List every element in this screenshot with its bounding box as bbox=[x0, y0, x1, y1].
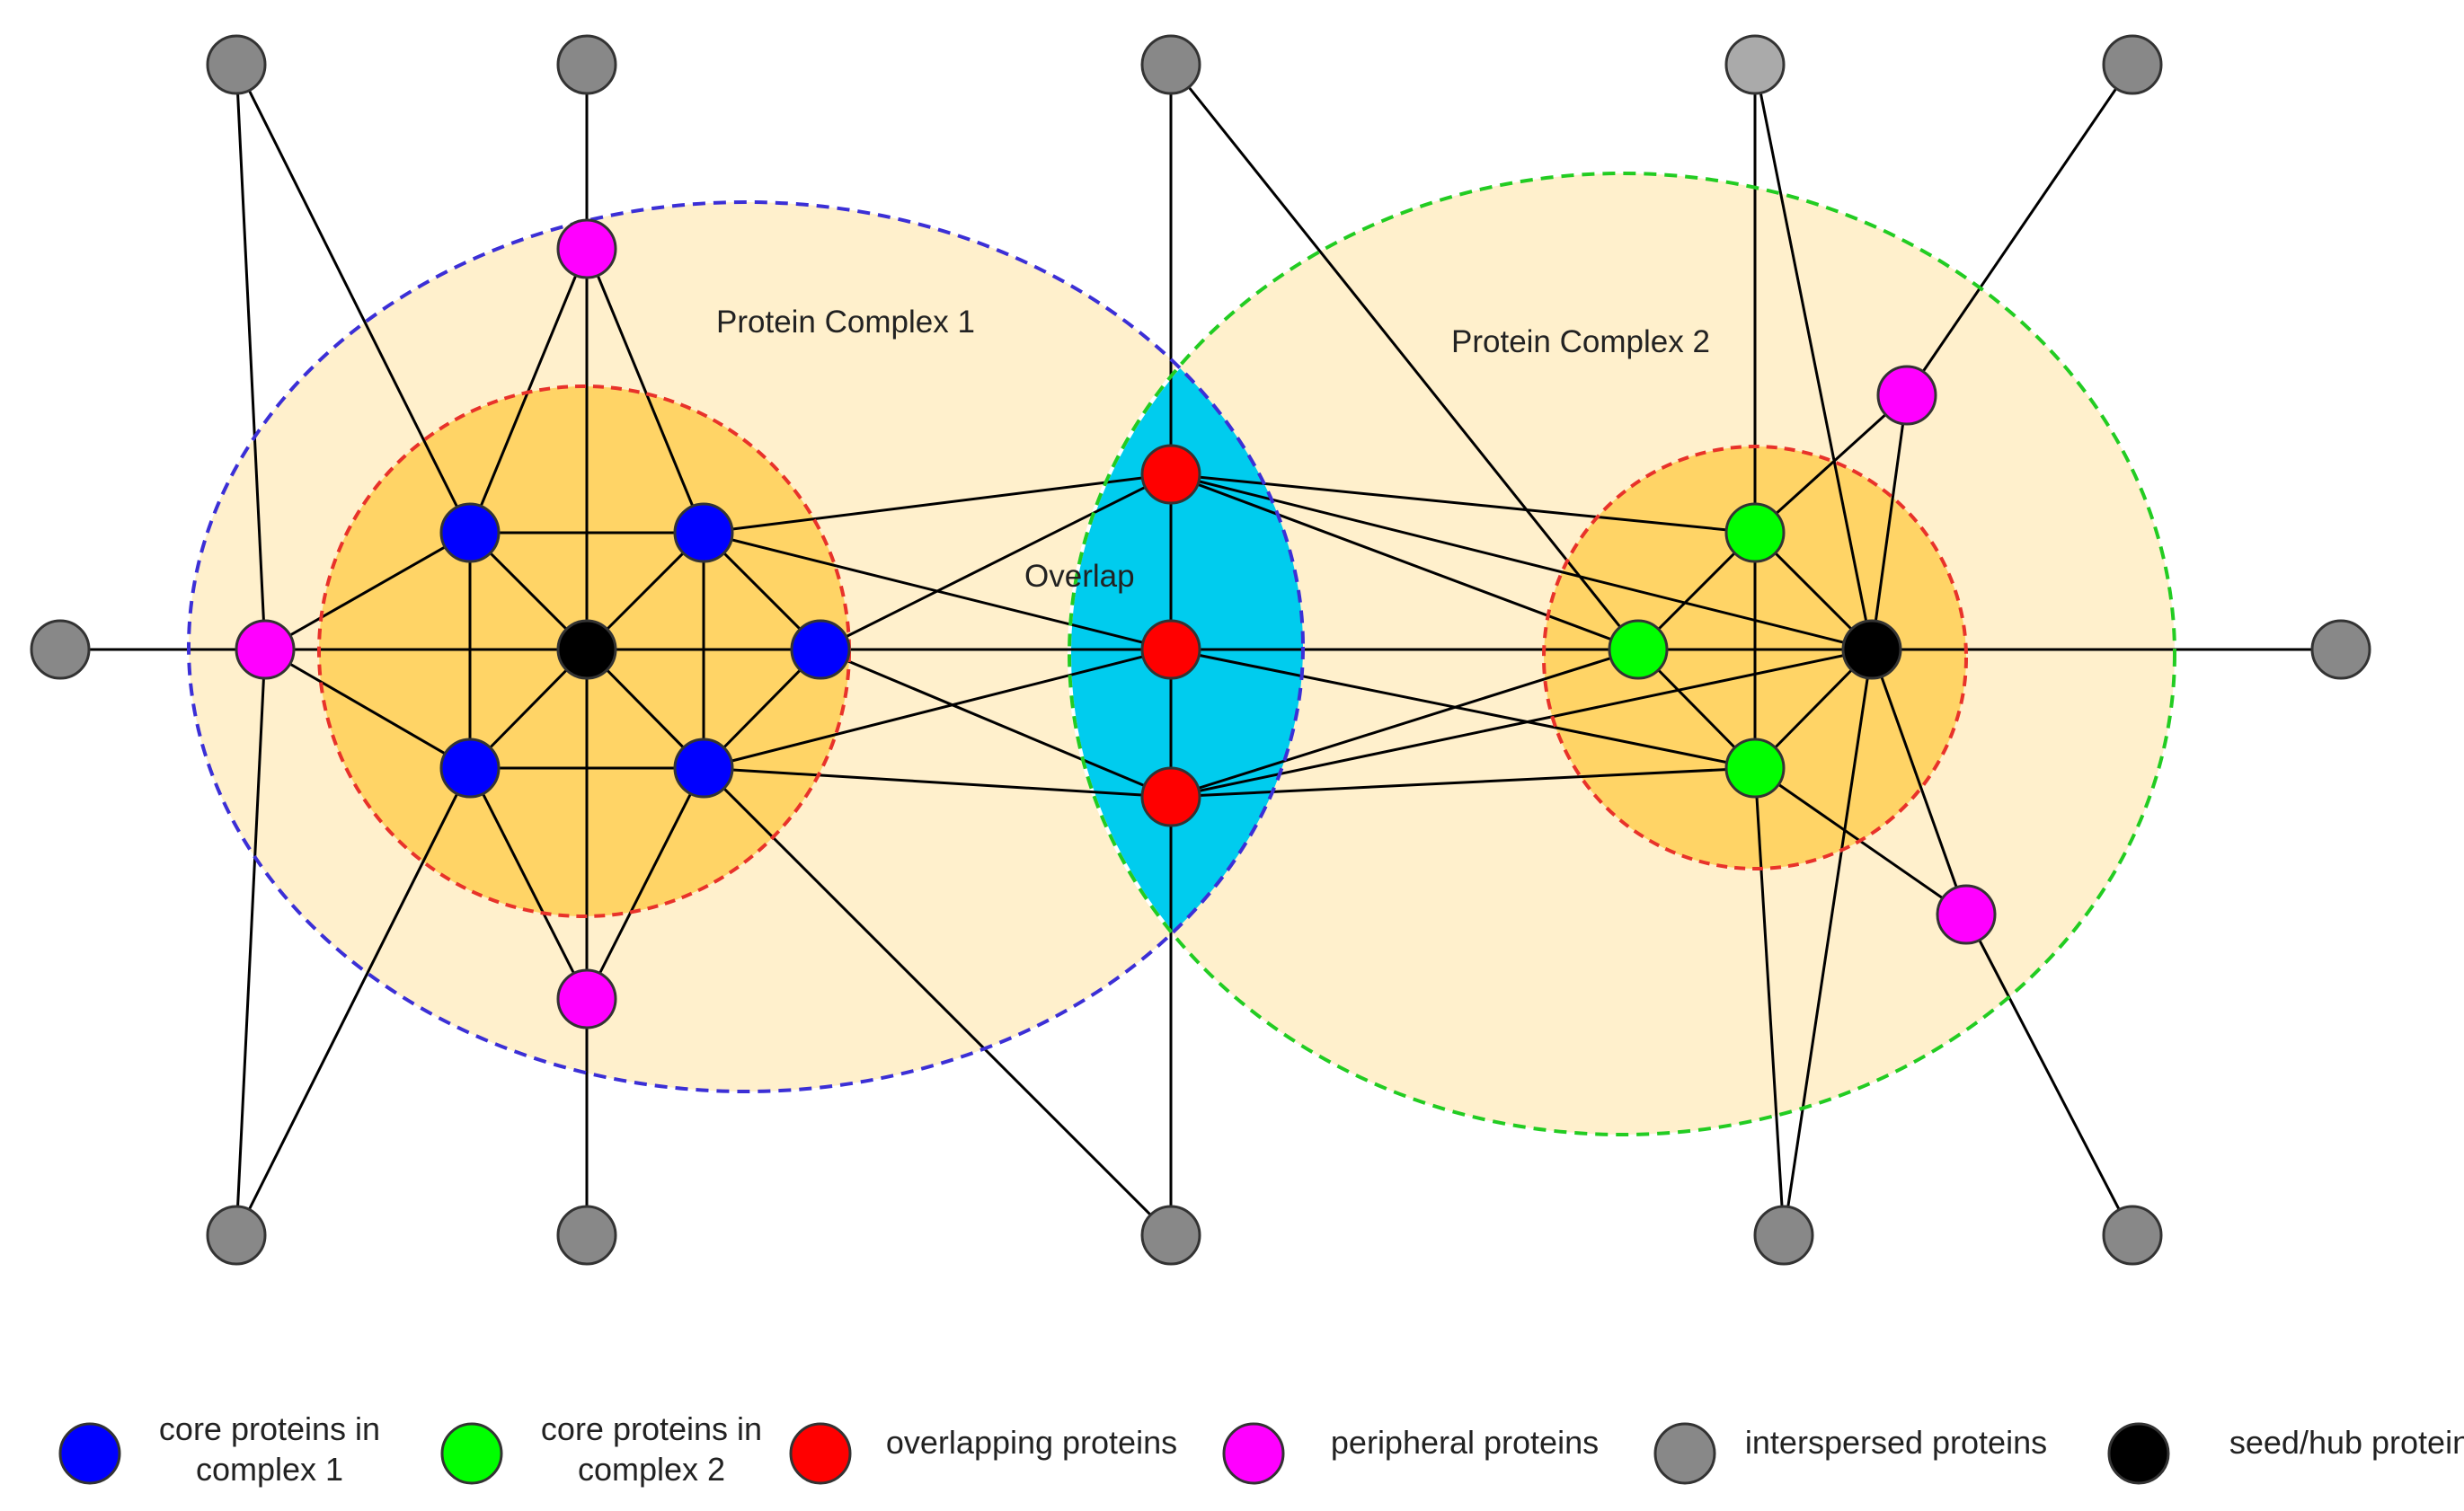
node-m-bot1 bbox=[556, 968, 617, 1029]
edge-gr_b-g_br1 bbox=[1753, 767, 1786, 1236]
legend-label-line: core proteins in bbox=[159, 1410, 380, 1447]
edge-h2-m_br2 bbox=[1870, 649, 1968, 915]
edge-g_tl1-m_left1 bbox=[235, 64, 267, 650]
node-b-bl bbox=[439, 738, 501, 799]
node-g-tl2 bbox=[556, 34, 617, 95]
edge-r_m-gr_b bbox=[1170, 648, 1756, 770]
node-gr-l bbox=[1608, 619, 1669, 680]
node-m-left1 bbox=[235, 619, 296, 680]
edge-g_bl1-m_left1 bbox=[235, 649, 267, 1236]
node-g-bl1 bbox=[206, 1205, 267, 1266]
edge-b_r-r_t bbox=[820, 473, 1172, 651]
legend-label-core-complex-1: core proteins in complex 1 bbox=[159, 1410, 380, 1488]
edge-g_tl1-b_tl bbox=[235, 64, 472, 534]
node-g-tl1 bbox=[206, 34, 267, 95]
edge-b_br-g_bc bbox=[702, 766, 1173, 1237]
edge-r_b-gr_b bbox=[1170, 766, 1756, 799]
legend-label-peripheral: peripheral proteins bbox=[1331, 1424, 1599, 1461]
complex-1-label: Protein Complex 1 bbox=[716, 305, 975, 340]
node-b-tr bbox=[673, 502, 734, 563]
edge-b_br-r_b bbox=[703, 766, 1172, 799]
node-b-tl bbox=[439, 502, 501, 563]
node-g-bc bbox=[1140, 1205, 1201, 1266]
node-g-tc bbox=[1140, 34, 1201, 95]
node-r-t bbox=[1140, 444, 1201, 505]
legend-label-overlapping: overlapping proteins bbox=[886, 1424, 1177, 1461]
node-g-br1 bbox=[1753, 1205, 1814, 1266]
legend-swatch-core-complex-2 bbox=[440, 1422, 503, 1485]
node-m-top1 bbox=[556, 218, 617, 279]
edge-g_tc-gr_l bbox=[1169, 64, 1640, 650]
edge-m_br2-g_br2 bbox=[1964, 914, 2134, 1236]
legend-label-line: overlapping proteins bbox=[886, 1424, 1177, 1461]
node-m-tr2 bbox=[1876, 365, 1937, 426]
edge-m_tr2-g_tr2 bbox=[1905, 64, 2134, 396]
node-g-l bbox=[30, 619, 91, 680]
node-g-tr1 bbox=[1724, 34, 1786, 95]
node-gr-t bbox=[1724, 502, 1786, 563]
edge-g_bl1-b_bl bbox=[235, 767, 472, 1236]
edge-m_left1-b_bl bbox=[264, 648, 471, 770]
node-b-r bbox=[790, 619, 851, 680]
legend-swatch-seed-hub bbox=[2107, 1422, 2170, 1485]
legend-swatch-interspersed bbox=[1653, 1422, 1716, 1485]
node-r-m bbox=[1140, 619, 1201, 680]
legend-label-seed-hub: seed/hub protein bbox=[2229, 1424, 2464, 1461]
legend-label-line: complex 2 bbox=[578, 1451, 725, 1488]
node-g-tr2 bbox=[2102, 34, 2163, 95]
legend-label-line: complex 1 bbox=[196, 1451, 343, 1488]
node-b-br bbox=[673, 738, 734, 799]
node-h2 bbox=[1841, 619, 1902, 680]
edge-b_br-r_m bbox=[703, 648, 1172, 770]
edge-gr_t-m_tr2 bbox=[1753, 393, 1909, 535]
legend-label-line: seed/hub protein bbox=[2229, 1424, 2464, 1461]
node-m-br2 bbox=[1936, 884, 1997, 945]
edge-b_r-r_b bbox=[820, 648, 1172, 799]
edge-m_bot1-b_bl bbox=[468, 767, 589, 1000]
legend-label-line: core proteins in bbox=[541, 1410, 762, 1447]
edge-b_tr-r_t bbox=[703, 473, 1172, 535]
legend-swatch-overlapping bbox=[789, 1422, 852, 1485]
node-g-br2 bbox=[2102, 1205, 2163, 1266]
legend-label-interspersed: interspersed proteins bbox=[1745, 1424, 2047, 1461]
node-g-bl2 bbox=[556, 1205, 617, 1266]
edge-m_tr2-h2 bbox=[1870, 394, 1909, 650]
complex-1-border bbox=[187, 200, 1305, 1093]
complex-2-label: Protein Complex 2 bbox=[1451, 324, 1710, 359]
overlap-region bbox=[1068, 202, 1303, 1091]
edge-h2-g_br1 bbox=[1782, 649, 1874, 1236]
edge-m_top1-b_tr bbox=[585, 248, 705, 534]
legend-swatch-peripheral bbox=[1222, 1422, 1285, 1485]
legend-swatch-core-complex-1 bbox=[58, 1422, 121, 1485]
complex-2-border bbox=[1068, 172, 2176, 1136]
edge-r_t-gr_l bbox=[1170, 473, 1639, 651]
node-r-b bbox=[1140, 766, 1201, 827]
node-h1 bbox=[556, 619, 617, 680]
edge-r_t-gr_t bbox=[1170, 473, 1756, 535]
complex-2-core-border bbox=[1542, 445, 1968, 870]
edge-g_tr1-h2 bbox=[1753, 64, 1874, 650]
node-g-r bbox=[2310, 619, 2371, 680]
edge-r_b-gr_l bbox=[1170, 648, 1639, 799]
nodes bbox=[30, 34, 2371, 1266]
legend-label-core-complex-2: core proteins in complex 2 bbox=[541, 1410, 762, 1488]
legend-label-line: interspersed proteins bbox=[1745, 1424, 2047, 1461]
region-borders bbox=[187, 172, 2176, 1136]
edge-m_left1-b_tl bbox=[264, 531, 471, 651]
edge-m_bot1-b_br bbox=[585, 767, 705, 1000]
node-gr-b bbox=[1724, 738, 1786, 799]
legend-label-line: peripheral proteins bbox=[1331, 1424, 1599, 1461]
overlap-label: Overlap bbox=[1024, 559, 1135, 594]
